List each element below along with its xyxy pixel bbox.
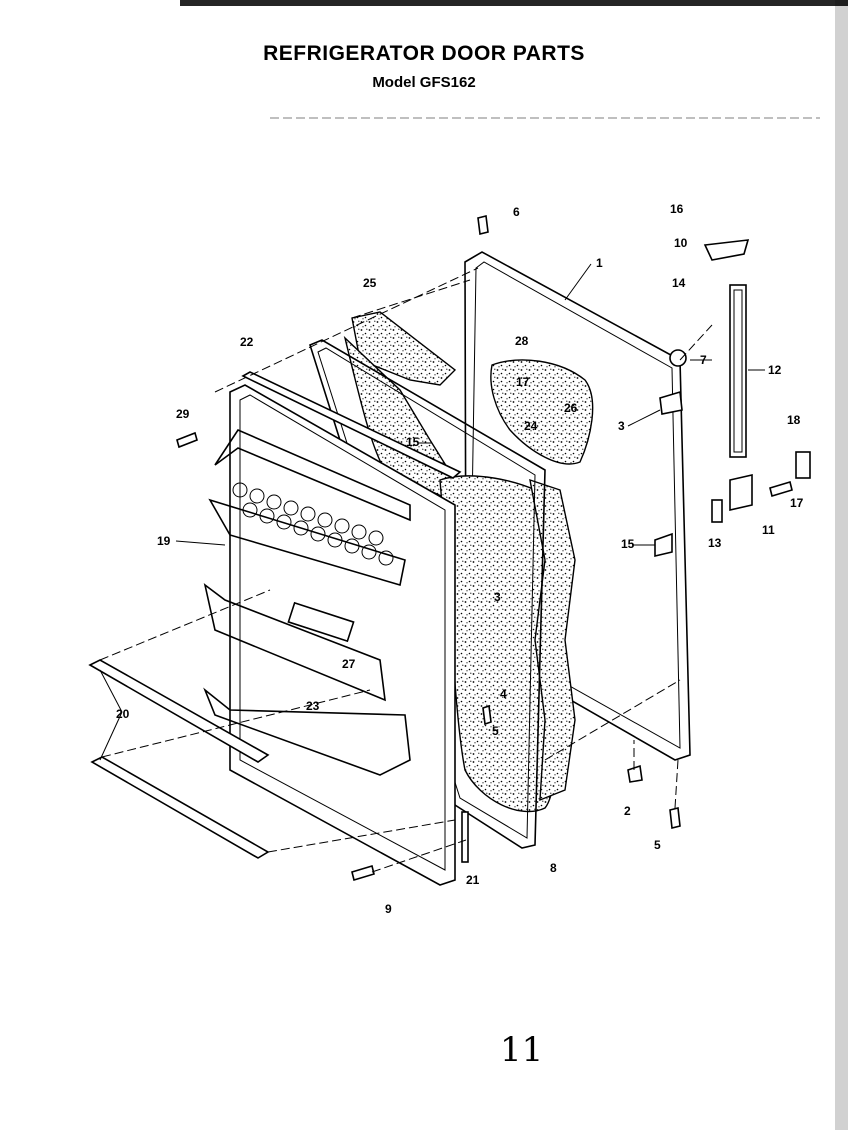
door-cutaway-view bbox=[490, 359, 594, 465]
callout-27: 27 bbox=[342, 657, 356, 671]
callout-5b: 5 bbox=[654, 838, 661, 852]
callout-labels: 1 2 3 3 4 5 5 6 7 8 9 10 11 12 13 14 15 … bbox=[116, 202, 804, 916]
callout-3b: 3 bbox=[494, 590, 501, 604]
callout-14: 14 bbox=[672, 276, 686, 290]
inner-door-liner bbox=[203, 384, 456, 886]
callout-13: 13 bbox=[708, 536, 722, 550]
callout-11: 11 bbox=[762, 523, 775, 537]
egg-tray-cups bbox=[232, 482, 394, 566]
breaker-strip bbox=[241, 371, 462, 479]
callout-5: 5 bbox=[492, 724, 499, 738]
hinge-assembly-right bbox=[627, 239, 811, 783]
callout-17b: 17 bbox=[790, 496, 804, 510]
callout-10: 10 bbox=[674, 236, 688, 250]
callout-26: 26 bbox=[564, 401, 578, 415]
callout-12: 12 bbox=[768, 363, 782, 377]
model-subtitle: Model GFS162 bbox=[372, 74, 476, 91]
callout-1: 1 bbox=[596, 256, 603, 270]
callout-22: 22 bbox=[240, 335, 254, 349]
diagram-title: REFRIGERATOR DOOR PARTS bbox=[263, 42, 585, 65]
callout-3: 3 bbox=[618, 419, 625, 433]
scan-border-noise bbox=[180, 0, 848, 1130]
callout-15: 15 bbox=[406, 435, 420, 449]
callout-16: 16 bbox=[670, 202, 684, 216]
callout-4: 4 bbox=[500, 687, 507, 701]
callout-17: 17 bbox=[516, 375, 530, 389]
explosion-lines bbox=[99, 267, 713, 873]
callout-7: 7 bbox=[700, 353, 707, 367]
callout-6: 6 bbox=[513, 205, 520, 219]
callout-18: 18 bbox=[787, 413, 801, 427]
callout-25: 25 bbox=[363, 276, 377, 290]
callout-2: 2 bbox=[624, 804, 631, 818]
callout-20: 20 bbox=[116, 707, 130, 721]
callout-23: 23 bbox=[306, 699, 320, 713]
callout-21: 21 bbox=[466, 873, 480, 887]
callout-28: 28 bbox=[515, 334, 529, 348]
screws bbox=[176, 215, 793, 882]
callout-9: 9 bbox=[385, 902, 392, 916]
callout-29: 29 bbox=[176, 407, 190, 421]
callout-15b: 15 bbox=[621, 537, 635, 551]
leader-lines bbox=[99, 263, 765, 761]
callout-8: 8 bbox=[550, 861, 557, 875]
page-number: 11 bbox=[500, 1030, 544, 1070]
callout-19: 19 bbox=[157, 534, 171, 548]
lower-strip bbox=[461, 811, 469, 863]
callout-24: 24 bbox=[524, 419, 538, 433]
